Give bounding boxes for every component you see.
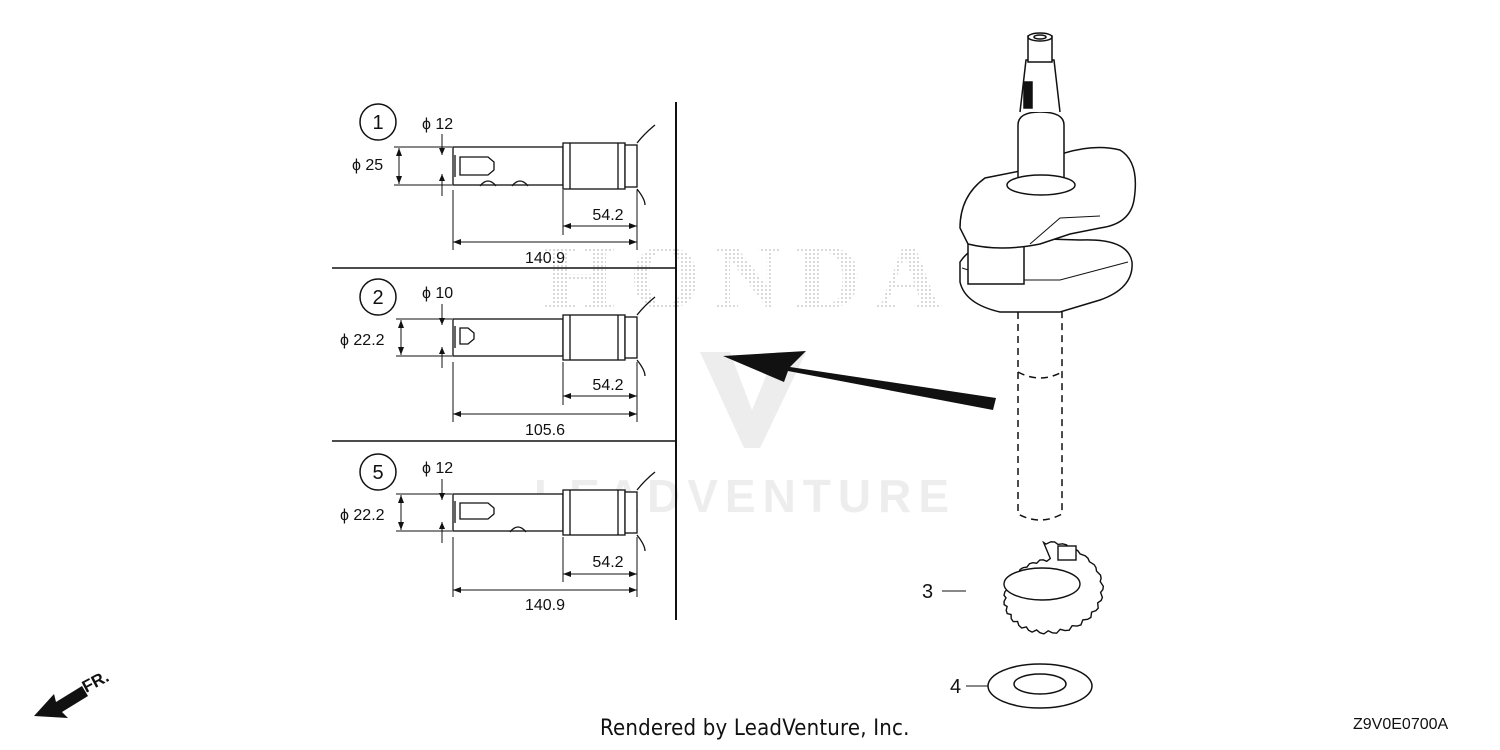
variant-5: 5 ϕ 12 ϕ 22.2 54.2 140.9 xyxy=(340,453,656,614)
crankshaft xyxy=(959,32,1137,521)
footer-text: Rendered by LeadVenture, Inc. xyxy=(600,716,910,741)
variant-id: 2 xyxy=(372,287,383,309)
gear-key xyxy=(1057,545,1077,561)
short-length: 54.2 xyxy=(592,377,623,394)
watermark: HONDA LEADVENTURE xyxy=(534,226,956,522)
outer-diameter: ϕ 22.2 xyxy=(340,332,385,349)
total-length: 140.9 xyxy=(525,597,565,614)
variant-2: 2 ϕ 10 ϕ 22.2 54.2 105.6 xyxy=(340,278,656,439)
variant-circle xyxy=(359,103,397,141)
gear-hole xyxy=(1003,567,1081,601)
watermark-brand: HONDA xyxy=(544,226,956,328)
outer-diameter: ϕ 25 xyxy=(352,157,383,174)
front-arrow-icon xyxy=(34,686,88,718)
gear-callout: 3 xyxy=(922,581,933,603)
short-length: 54.2 xyxy=(592,554,623,571)
inner-diameter: ϕ 12 xyxy=(422,116,453,133)
total-length: 105.6 xyxy=(525,422,565,439)
washer: 4 xyxy=(950,663,1093,709)
timing-gear: 3 xyxy=(922,540,1105,635)
inner-diameter: ϕ 10 xyxy=(422,285,453,302)
diagram-code: Z9V0E0700A xyxy=(1353,716,1449,733)
pointer-arrow xyxy=(723,351,996,410)
variant-circle xyxy=(359,453,397,491)
variant-id: 5 xyxy=(372,462,383,484)
front-direction-indicator: FR. xyxy=(34,667,112,718)
inner-diameter: ϕ 12 xyxy=(422,460,453,477)
variant-id: 1 xyxy=(372,112,383,134)
outer-diameter: ϕ 22.2 xyxy=(340,507,385,524)
variant-circle xyxy=(359,278,397,316)
variant-1: 1 ϕ 12 ϕ 25 xyxy=(352,103,656,267)
washer-callout: 4 xyxy=(950,676,961,698)
total-length: 140.9 xyxy=(525,250,565,267)
short-length: 54.2 xyxy=(592,207,623,224)
